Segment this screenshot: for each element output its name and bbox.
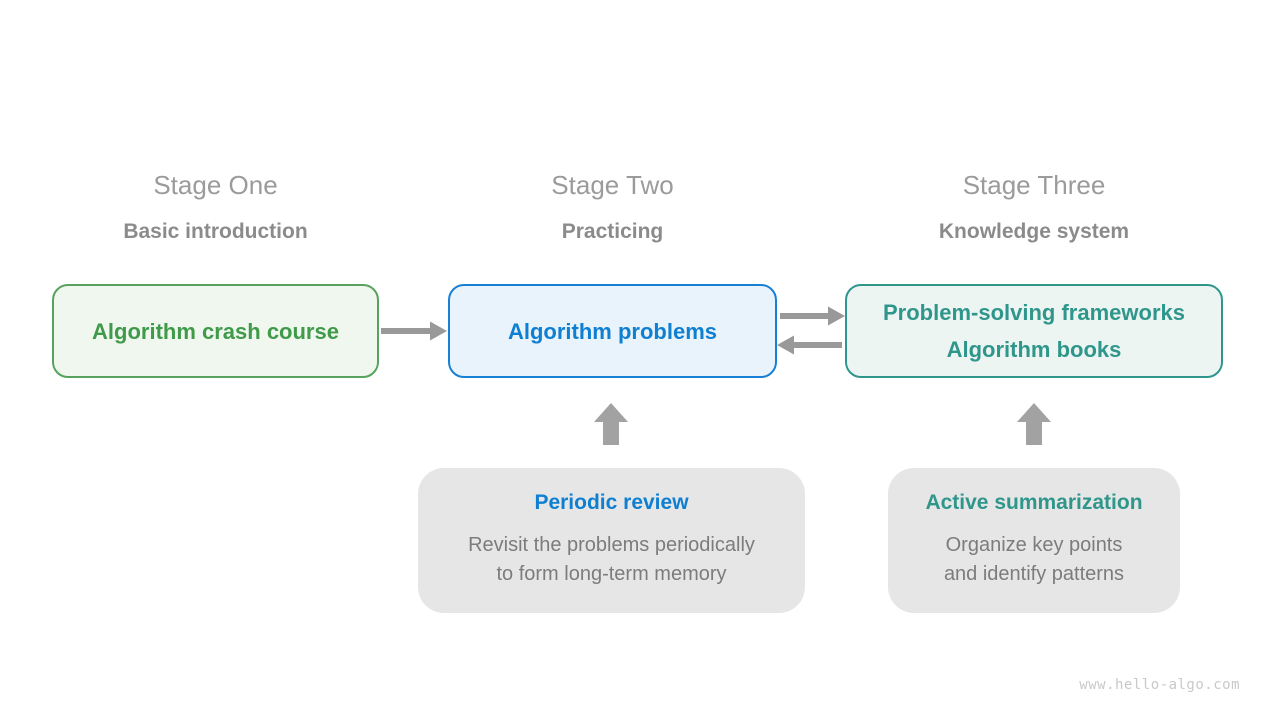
periodic-review-body-line1: Revisit the problems periodically [468, 534, 755, 556]
stage-two-title: Stage Two [551, 170, 674, 200]
arrow-stage3-to-stage2-icon [777, 335, 842, 355]
stage-three-title: Stage Three [962, 170, 1106, 200]
periodic-review-card: Periodic review Revisit the problems per… [418, 468, 805, 613]
stage-one-box-label: Algorithm crash course [92, 318, 339, 344]
periodic-review-body-line2: to form long-term memory [496, 563, 727, 585]
periodic-review-body: Revisit the problems periodically to for… [418, 531, 805, 589]
watermark-url: www.hello-algo.com [1079, 677, 1240, 693]
stage-three-subtitle: Knowledge system [938, 220, 1130, 243]
up-arrow-active-summarization-icon [1017, 403, 1051, 445]
stage-three-box-label-line2: Algorithm books [946, 337, 1122, 362]
stage-one-box: Algorithm crash course [52, 284, 379, 378]
active-summarization-body-line1: Organize key points [945, 534, 1123, 556]
stage-one-subtitle: Basic introduction [123, 220, 308, 243]
stage-three-header: Stage Three Knowledge system [845, 170, 1223, 245]
stage-two-box: Algorithm problems [448, 284, 777, 378]
stage-two-subtitle: Practicing [561, 220, 664, 243]
active-summarization-body: Organize key points and identify pattern… [888, 531, 1180, 589]
up-arrow-periodic-review-icon [594, 403, 628, 445]
stage-one-header: Stage One Basic introduction [52, 170, 379, 245]
stage-two-header: Stage Two Practicing [448, 170, 777, 245]
stage-two-box-label: Algorithm problems [507, 318, 717, 344]
active-summarization-card: Active summarization Organize key points… [888, 468, 1180, 613]
periodic-review-title: Periodic review [534, 491, 689, 514]
stage-three-box: Problem-solving frameworks Algorithm boo… [845, 284, 1223, 378]
arrow-stage1-to-stage2-icon [381, 321, 447, 341]
active-summarization-body-line2: and identify patterns [943, 563, 1125, 585]
active-summarization-title: Active summarization [925, 491, 1143, 514]
stage-one-title: Stage One [153, 170, 278, 200]
arrow-stage2-to-stage3-icon [780, 306, 845, 326]
stage-three-box-label-line1: Problem-solving frameworks [883, 300, 1185, 325]
